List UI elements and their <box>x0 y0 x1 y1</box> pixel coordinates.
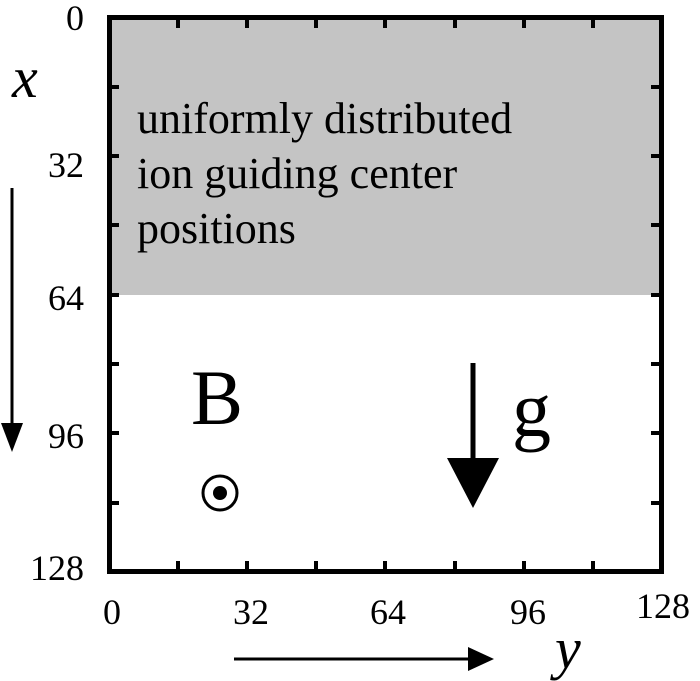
x-tick-0: 0 <box>66 0 84 38</box>
x-axis-ticks <box>109 85 661 505</box>
x-tick-32: 32 <box>48 145 84 185</box>
y-tick-64: 64 <box>370 592 406 632</box>
x-tick-128: 128 <box>30 548 84 588</box>
gravity-arrow-icon <box>447 363 499 508</box>
y-tick-128: 128 <box>636 586 690 626</box>
x-tick-64: 64 <box>48 278 84 318</box>
y-tick-32: 32 <box>233 592 269 632</box>
magnetic-field-label: B <box>191 354 243 441</box>
x-axis-label: x <box>11 45 38 110</box>
y-tick-0: 0 <box>103 592 121 632</box>
y-tick-96: 96 <box>510 592 546 632</box>
field-out-of-plane-icon <box>201 474 239 512</box>
region-label: uniformly distributed ion guiding center… <box>137 94 523 253</box>
region-label-line-1: uniformly distributed <box>137 94 512 143</box>
x-direction-arrow-icon <box>1 188 23 452</box>
region-label-line-3: positions <box>137 204 296 253</box>
x-tick-96: 96 <box>48 416 84 456</box>
y-axis-ticks <box>176 17 595 572</box>
shaded-ion-region <box>110 18 661 295</box>
y-axis-label: y <box>550 616 581 681</box>
gravity-label: g <box>512 366 551 453</box>
y-direction-arrow-icon <box>234 647 494 671</box>
region-label-line-2: ion guiding center <box>137 149 457 198</box>
